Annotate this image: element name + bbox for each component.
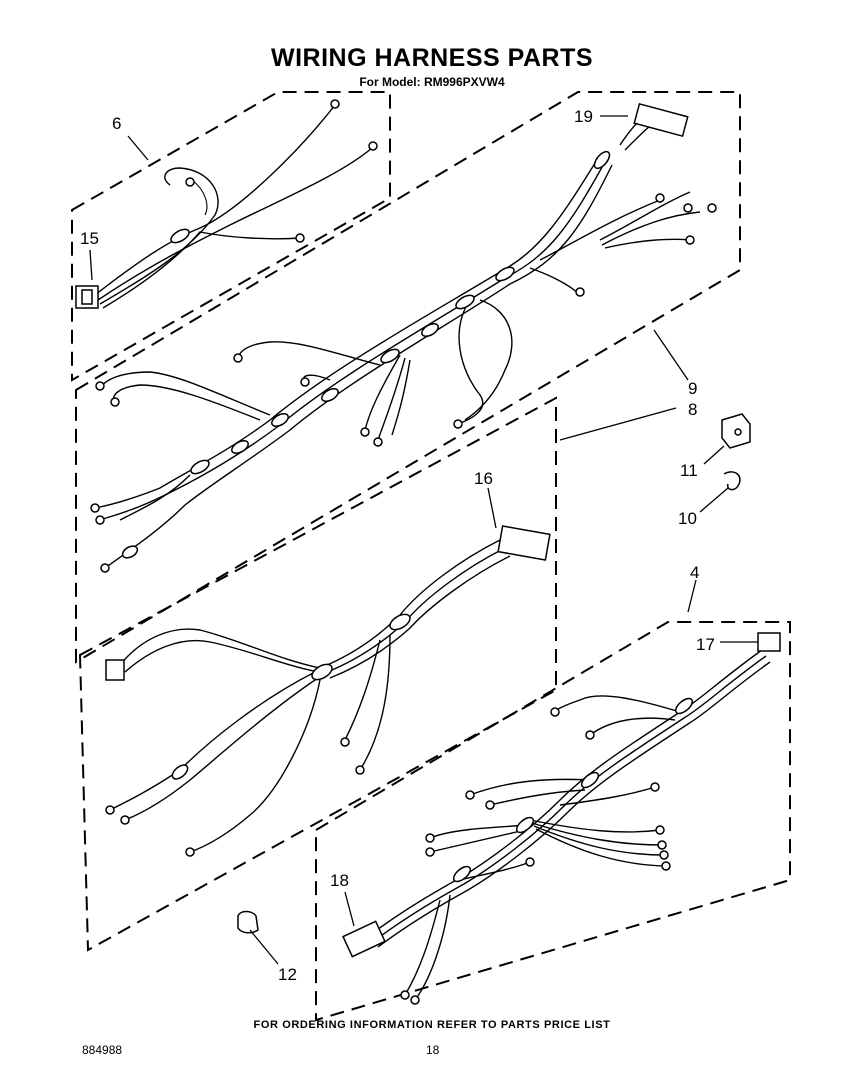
callout-18: 18 bbox=[330, 871, 349, 890]
harness-box-8 bbox=[78, 396, 557, 952]
callout-15: 15 bbox=[80, 229, 99, 248]
ordering-note: FOR ORDERING INFORMATION REFER TO PARTS … bbox=[253, 1019, 611, 1031]
connector-16 bbox=[497, 525, 551, 561]
callout-10: 10 bbox=[678, 509, 697, 528]
callout-6: 6 bbox=[112, 114, 121, 133]
harness-4 bbox=[342, 632, 781, 1005]
page-title: WIRING HARNESS PARTS bbox=[270, 44, 594, 72]
callout-12: 12 bbox=[278, 965, 297, 984]
model-subtitle: For Model: RM996PXVW4 bbox=[359, 75, 505, 89]
clamp-12 bbox=[237, 910, 259, 934]
connector-19 bbox=[633, 102, 689, 138]
leader-lines bbox=[89, 115, 758, 965]
harness-box-6 bbox=[71, 91, 391, 382]
bracket-11 bbox=[721, 413, 751, 449]
callout-8: 8 bbox=[688, 400, 697, 419]
callout-19: 19 bbox=[574, 107, 593, 126]
harness-8 bbox=[105, 525, 551, 857]
callout-9: 9 bbox=[688, 379, 697, 398]
callout-17: 17 bbox=[696, 635, 715, 654]
harness-box-9 bbox=[75, 91, 741, 664]
document-number: 884988 bbox=[82, 1043, 123, 1057]
callout-4: 4 bbox=[690, 563, 699, 582]
connector-18 bbox=[342, 920, 386, 958]
callout-11: 11 bbox=[680, 461, 698, 480]
callout-16: 16 bbox=[474, 469, 493, 488]
harness-box-4 bbox=[315, 621, 791, 1022]
harness-6 bbox=[75, 99, 378, 309]
clip-10 bbox=[723, 471, 741, 491]
harness-9 bbox=[90, 102, 717, 573]
connector-17 bbox=[757, 632, 781, 652]
page-number: 18 bbox=[426, 1043, 440, 1057]
